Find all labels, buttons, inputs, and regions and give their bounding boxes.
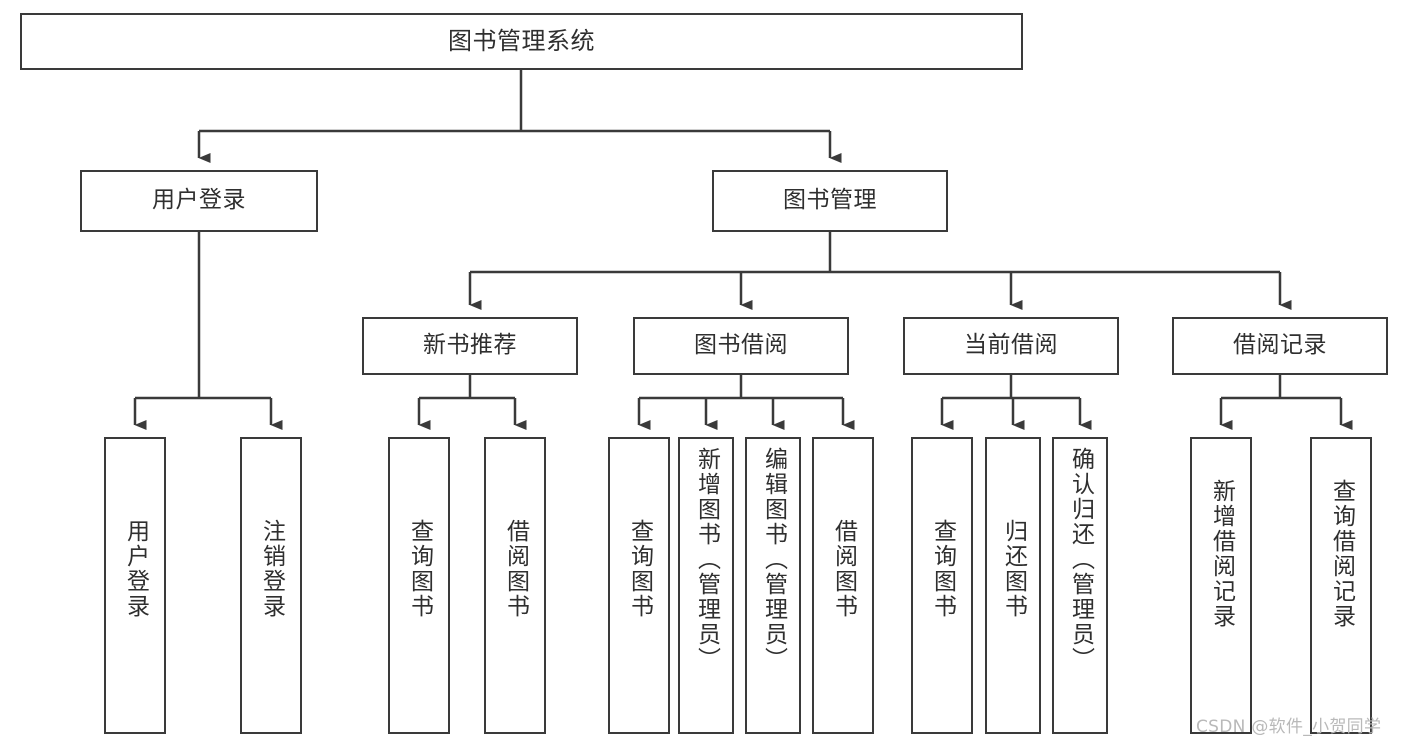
node-book-manage-label: 图书管理 [783,187,877,214]
node-leaf-add-book-admin-label: 新增图书（管理员） [693,447,720,672]
node-leaf-logout-label: 注销登录 [258,519,285,619]
node-book-borrow[interactable]: 图书借阅 [633,317,849,375]
node-leaf-add-borrow-record[interactable]: 新增借阅记录 [1190,437,1252,734]
node-borrow-record[interactable]: 借阅记录 [1172,317,1388,375]
node-leaf-query-borrow-record[interactable]: 查询借阅记录 [1310,437,1372,734]
node-leaf-borrow-book-2[interactable]: 借阅图书 [812,437,874,734]
node-leaf-add-book-admin[interactable]: 新增图书（管理员） [678,437,734,734]
node-leaf-borrow-book-1-label: 借阅图书 [502,519,529,619]
node-leaf-borrow-book-1[interactable]: 借阅图书 [484,437,546,734]
node-leaf-edit-book-admin-label: 编辑图书（管理员） [760,447,787,672]
node-leaf-user-login-label: 用户登录 [122,519,149,619]
node-leaf-add-borrow-record-label: 新增借阅记录 [1208,479,1235,629]
node-leaf-query-book-1-label: 查询图书 [406,519,433,619]
node-borrow-record-label: 借阅记录 [1233,332,1327,359]
node-user-login-label: 用户登录 [152,187,246,214]
node-leaf-confirm-return-admin-label: 确认归还（管理员） [1067,447,1094,672]
node-leaf-query-book-2-label: 查询图书 [626,519,653,619]
node-leaf-query-book-1[interactable]: 查询图书 [388,437,450,734]
node-root-label: 图书管理系统 [448,27,595,56]
watermark: CSDN @软件_小贺同学 [1196,717,1382,737]
node-new-book-recommend[interactable]: 新书推荐 [362,317,578,375]
node-leaf-edit-book-admin[interactable]: 编辑图书（管理员） [745,437,801,734]
node-user-login[interactable]: 用户登录 [80,170,318,232]
node-leaf-logout[interactable]: 注销登录 [240,437,302,734]
node-leaf-user-login[interactable]: 用户登录 [104,437,166,734]
node-leaf-return-book-label: 归还图书 [1000,519,1027,619]
node-book-manage[interactable]: 图书管理 [712,170,948,232]
node-current-borrow-label: 当前借阅 [964,332,1058,359]
node-new-book-recommend-label: 新书推荐 [423,332,517,359]
node-leaf-borrow-book-2-label: 借阅图书 [830,519,857,619]
node-leaf-return-book[interactable]: 归还图书 [985,437,1041,734]
node-leaf-query-borrow-record-label: 查询借阅记录 [1328,479,1355,629]
node-leaf-query-book-3-label: 查询图书 [929,519,956,619]
node-book-borrow-label: 图书借阅 [694,332,788,359]
node-leaf-query-book-3[interactable]: 查询图书 [911,437,973,734]
node-leaf-confirm-return-admin[interactable]: 确认归还（管理员） [1052,437,1108,734]
node-root[interactable]: 图书管理系统 [20,13,1023,70]
node-current-borrow[interactable]: 当前借阅 [903,317,1119,375]
node-leaf-query-book-2[interactable]: 查询图书 [608,437,670,734]
